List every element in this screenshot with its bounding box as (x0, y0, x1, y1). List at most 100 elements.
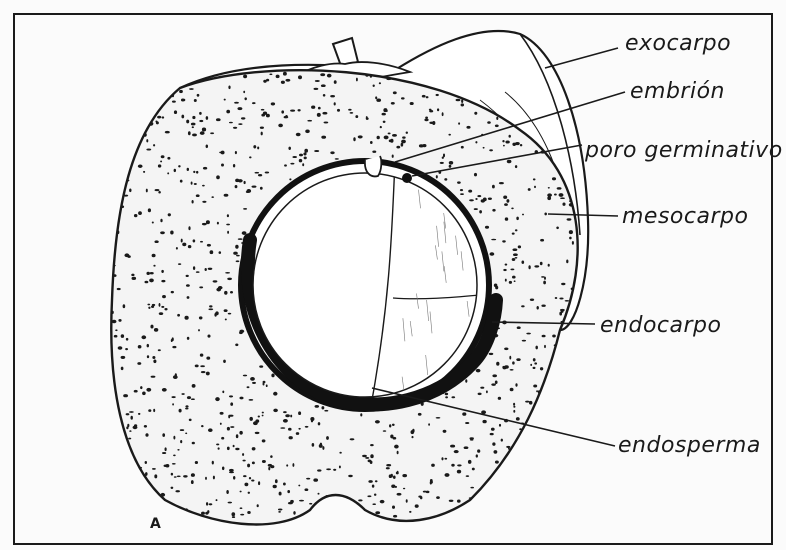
stipple-dot (281, 110, 284, 113)
stipple-dot (129, 524, 133, 528)
stipple-dot (172, 83, 176, 85)
stipple-dot (521, 305, 525, 307)
stipple-dot (304, 156, 307, 159)
stipple-dot (525, 439, 529, 442)
stipple-dot (216, 118, 221, 121)
stipple-dot (560, 197, 565, 199)
stipple-dot (339, 452, 341, 454)
stipple-dot (494, 527, 497, 530)
stipple-dot (206, 502, 208, 506)
stipple-dot (231, 512, 235, 516)
stipple-dot (492, 185, 495, 189)
stipple-dot (285, 414, 290, 417)
stipple-dot (575, 414, 579, 418)
stipple-dot (556, 227, 559, 230)
stipple-dot (554, 194, 557, 196)
stipple-dot (186, 275, 189, 277)
stipple-dot (189, 419, 192, 421)
stipple-dot (197, 73, 202, 77)
stipple-dot (562, 385, 566, 387)
stipple-dot (258, 481, 260, 485)
stipple-dot (255, 432, 260, 434)
stipple-dot (496, 362, 499, 366)
stipple-dot (567, 457, 571, 460)
stipple-dot (543, 419, 546, 421)
stipple-dot (491, 239, 496, 241)
stipple-dot (113, 470, 115, 474)
stipple-dot (191, 480, 194, 484)
stipple-dot (186, 120, 189, 124)
stipple-dot (298, 109, 301, 111)
stipple-dot (512, 276, 516, 279)
stipple-dot (559, 298, 563, 300)
stipple-dot (465, 505, 467, 508)
stipple-dot (142, 122, 145, 126)
stipple-dot (557, 187, 562, 190)
stipple-dot (302, 163, 304, 166)
stipple-dot (401, 140, 406, 144)
panel-letter: A (150, 516, 161, 532)
stipple-dot (502, 240, 506, 242)
stipple-dot (184, 316, 188, 320)
stipple-dot (224, 194, 229, 197)
stipple-dot (253, 421, 258, 425)
stipple-dot (574, 362, 577, 366)
stipple-dot (426, 491, 430, 494)
stipple-dot (326, 436, 329, 440)
stipple-dot (143, 171, 145, 173)
stipple-dot (372, 150, 376, 152)
stipple-dot (563, 457, 567, 460)
stipple-dot (278, 511, 281, 513)
stipple-dot (124, 60, 127, 63)
stipple-dot (188, 226, 190, 230)
stipple-dot (210, 132, 214, 134)
stipple-dot (454, 450, 459, 453)
stipple-dot (586, 425, 591, 429)
stipple-dot (389, 424, 391, 427)
stipple-dot (511, 208, 514, 210)
stipple-dot (144, 515, 148, 518)
stipple-dot (243, 375, 247, 377)
stipple-dot (265, 172, 269, 174)
stipple-dot (505, 484, 510, 488)
stipple-dot (177, 475, 181, 477)
stipple-dot (247, 464, 250, 468)
stipple-dot (252, 382, 256, 384)
stipple-dot (185, 408, 188, 410)
stipple-dot (122, 93, 124, 96)
stipple-dot (475, 198, 477, 200)
stipple-dot (552, 177, 556, 180)
stipple-dot (226, 490, 229, 494)
stipple-dot (263, 383, 265, 386)
stipple-dot (330, 505, 335, 509)
stipple-dot (152, 304, 155, 306)
stipple-dot (410, 102, 414, 105)
stipple-dot (543, 421, 547, 424)
stipple-dot (477, 449, 480, 452)
stipple-dot (252, 102, 256, 104)
stipple-dot (569, 237, 572, 240)
stipple-dot (262, 415, 264, 417)
stipple-dot (511, 506, 516, 508)
stipple-dot (495, 286, 498, 290)
stipple-dot (321, 84, 326, 87)
stipple-dot (317, 469, 321, 471)
stipple-dot (171, 396, 175, 398)
stipple-dot (133, 426, 138, 430)
stipple-dot (516, 358, 520, 361)
stipple-dot (285, 79, 290, 82)
stipple-dot (145, 433, 148, 437)
stipple-dot (436, 175, 438, 178)
stipple-dot (429, 109, 432, 111)
stipple-dot (167, 157, 170, 160)
stipple-dot (244, 181, 246, 184)
stipple-dot (389, 139, 393, 142)
stipple-dot (146, 388, 151, 392)
stipple-dot (260, 187, 263, 190)
stipple-dot (150, 272, 154, 274)
stipple-dot (253, 145, 256, 148)
stipple-dot (334, 80, 337, 84)
stipple-dot (470, 487, 474, 489)
stipple-dot (353, 137, 355, 141)
stipple-dot (226, 224, 230, 226)
